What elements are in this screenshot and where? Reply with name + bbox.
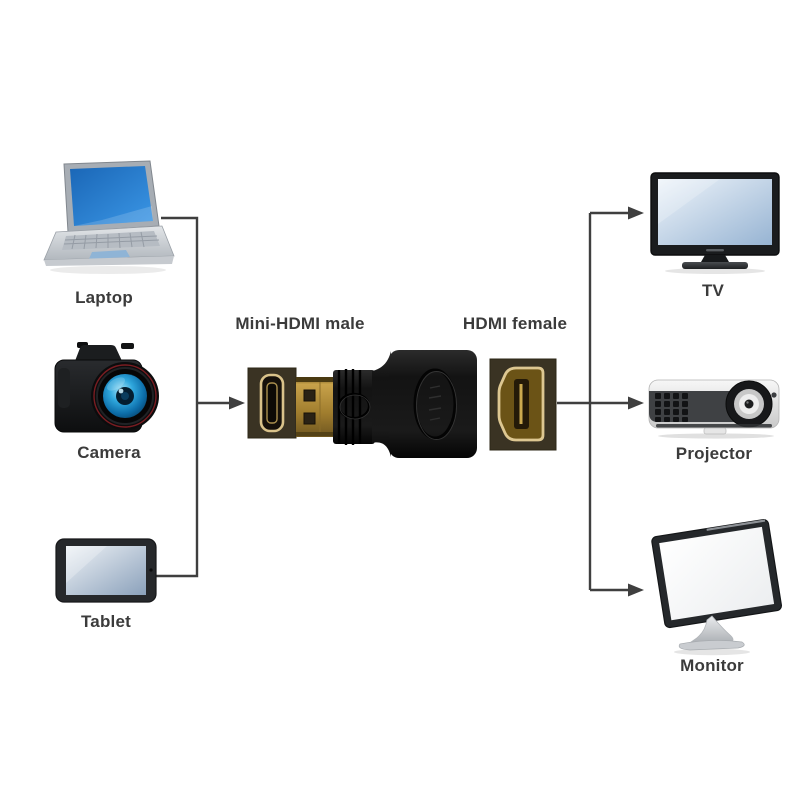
arrow-icon bbox=[628, 583, 644, 597]
monitor-label: Monitor bbox=[680, 656, 744, 675]
arrow-icon bbox=[628, 206, 644, 220]
adapter-graphic bbox=[247, 350, 557, 458]
arrowheads bbox=[229, 206, 644, 597]
laptop-connector-line bbox=[156, 216, 199, 578]
arrow-icon bbox=[628, 396, 644, 410]
laptop-icon bbox=[43, 160, 175, 274]
camera-label: Camera bbox=[77, 443, 141, 462]
monitor-icon bbox=[651, 519, 782, 656]
arrow-icon bbox=[229, 396, 245, 410]
adapter-body bbox=[333, 350, 477, 458]
mini-hdmi-male-label: Mini-HDMI male bbox=[235, 314, 365, 333]
tablet-label: Tablet bbox=[80, 612, 131, 631]
tv-label: TV bbox=[701, 281, 725, 300]
laptop-label: Laptop bbox=[75, 288, 133, 307]
camera-icon bbox=[54, 342, 159, 433]
projector-label: Projector bbox=[675, 444, 753, 463]
tablet-icon bbox=[55, 538, 157, 603]
tv-icon bbox=[650, 172, 780, 274]
hdmi-female-label: HDMI female bbox=[462, 314, 568, 333]
hdmi-female-port-closeup bbox=[489, 358, 557, 451]
mini-hdmi-port-closeup bbox=[247, 367, 297, 439]
projector-icon bbox=[648, 379, 780, 439]
mini-hdmi-connector bbox=[296, 377, 335, 437]
